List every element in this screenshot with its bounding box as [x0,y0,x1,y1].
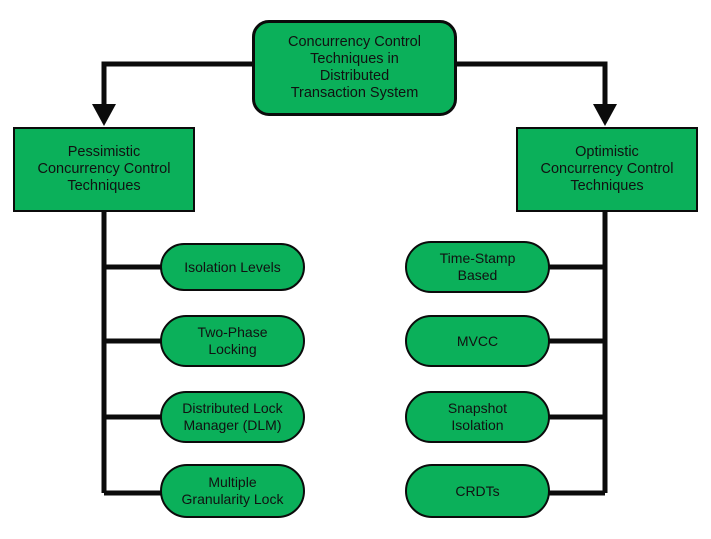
connector-root-to-optimistic [457,61,608,112]
node-distributed-lock-manager[interactable]: Distributed Lock Manager (DLM) [160,391,305,443]
node-optimistic-concurrency-control[interactable]: Optimistic Concurrency Control Technique… [516,127,698,212]
node-snapshot-isolation[interactable]: Snapshot Isolation [405,391,550,443]
node-isolation-levels[interactable]: Isolation Levels [160,243,305,291]
node-mvcc[interactable]: MVCC [405,315,550,367]
node-root[interactable]: Concurrency Control Techniques in Distri… [252,20,457,116]
arrowhead-to-pessimistic [92,104,116,126]
connector-root-to-pessimistic [101,61,252,112]
node-crdts[interactable]: CRDTs [405,464,550,518]
node-pessimistic-concurrency-control[interactable]: Pessimistic Concurrency Control Techniqu… [13,127,195,212]
arrowhead-to-optimistic [593,104,617,126]
node-multiple-granularity-lock[interactable]: Multiple Granularity Lock [160,464,305,518]
node-two-phase-locking[interactable]: Two-Phase Locking [160,315,305,367]
node-time-stamp-based[interactable]: Time-Stamp Based [405,241,550,293]
